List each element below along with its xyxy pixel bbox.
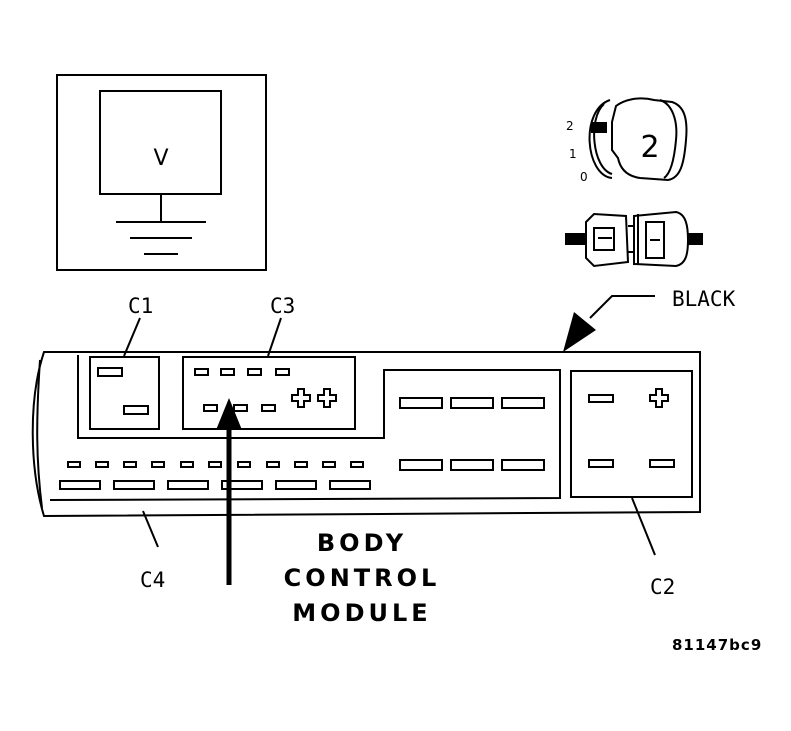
c1-terminal xyxy=(123,405,149,415)
module-pointer-arrowhead xyxy=(216,398,242,430)
connector-c1 xyxy=(89,356,160,430)
c2-cross-terminal xyxy=(649,388,669,408)
c3-cross-terminal xyxy=(317,388,337,408)
label-c3: C3 xyxy=(270,294,295,318)
leader-lines xyxy=(123,295,656,556)
module-name-line-2: CONTROL xyxy=(284,564,441,592)
c3-terminal xyxy=(261,404,276,412)
voltmeter-frame xyxy=(56,74,267,271)
ignition-key-label: 2 xyxy=(640,130,659,165)
label-c4: C4 xyxy=(140,568,165,592)
c2-leader xyxy=(631,497,656,556)
c3-terminal xyxy=(194,368,209,376)
module-name-line-3: MODULE xyxy=(292,599,431,627)
c3-leader xyxy=(267,317,282,357)
center-terminal-block xyxy=(399,397,545,471)
c2-terminal xyxy=(588,459,614,468)
c3-cross-terminal xyxy=(291,388,311,408)
black-leader-arrowhead xyxy=(563,312,596,352)
ignition-position-1: 1 xyxy=(569,147,577,161)
ignition-switch-icon xyxy=(588,97,688,182)
c2-terminal xyxy=(588,394,614,403)
c4-leader xyxy=(142,510,159,548)
label-c1: C1 xyxy=(128,294,153,318)
voltmeter-display xyxy=(99,90,222,195)
label-c2: C2 xyxy=(650,575,675,599)
voltmeter-symbol xyxy=(56,74,267,271)
c3-terminal xyxy=(220,368,235,376)
c3-terminal xyxy=(247,368,262,376)
module-raised-panel xyxy=(49,355,561,501)
c3-terminal xyxy=(233,404,248,412)
c2-housing xyxy=(570,370,693,498)
connector-c3 xyxy=(182,356,356,430)
c1-leader xyxy=(123,317,141,357)
c3-terminal xyxy=(275,368,290,376)
c3-terminal xyxy=(203,404,218,412)
module-name-line-1: BODY xyxy=(317,529,407,557)
ignition-position-2: 2 xyxy=(566,119,574,133)
body-control-module xyxy=(31,351,701,518)
connector-c2 xyxy=(570,370,693,498)
label-black: BLACK xyxy=(672,287,736,311)
ignition-position-0: 0 xyxy=(580,170,588,184)
voltmeter-symbol-label: V xyxy=(153,146,168,171)
module-housing xyxy=(31,351,701,518)
connector-c4 xyxy=(59,461,371,490)
c1-terminal xyxy=(97,367,123,377)
black-leader xyxy=(589,295,655,319)
c1-housing xyxy=(89,356,160,430)
c3-housing xyxy=(182,356,356,430)
connector-icon xyxy=(565,210,703,268)
c2-terminal xyxy=(649,459,675,468)
figure-reference: 81147bc9 xyxy=(672,636,762,654)
